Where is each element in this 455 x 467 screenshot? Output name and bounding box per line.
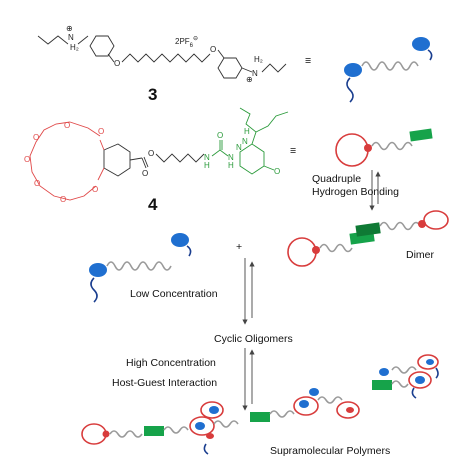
poly-ring-3 xyxy=(200,401,224,419)
c3-ammonium-right xyxy=(412,37,430,51)
c3-ammonium-left xyxy=(344,63,362,77)
c3-spring xyxy=(361,61,419,71)
poly-ring-7 xyxy=(417,354,439,370)
poly-spring-1 xyxy=(109,430,143,438)
crown-o-1: O xyxy=(64,121,70,130)
c4-urea-h2: H xyxy=(228,161,234,170)
crown-o-6: O xyxy=(92,185,98,194)
poly-tail-1 xyxy=(203,443,209,455)
dimer-anchor-left xyxy=(312,246,320,254)
c4-ring-h: H xyxy=(244,127,250,136)
mid-ammonium-left xyxy=(89,263,107,277)
c4-spring xyxy=(371,141,413,151)
poly-spring-4 xyxy=(269,410,295,418)
hbond-label-line2: Hydrogen Bonding xyxy=(312,186,399,198)
c3-plus-left: ⊕ xyxy=(66,24,73,33)
monomer-3-middle xyxy=(89,233,192,303)
c4-urea-n2: N xyxy=(228,153,234,162)
poly-upy-1 xyxy=(144,426,164,436)
low-concentration-label: Low Concentration xyxy=(130,288,218,300)
equiv-3: ≡ xyxy=(305,55,311,67)
dimer-ring-right xyxy=(423,210,449,230)
c3-h2-right: H₂ xyxy=(254,55,263,64)
poly-ammonium-6 xyxy=(379,368,389,376)
crown-o-2: O xyxy=(33,133,39,142)
crown-o-7: O xyxy=(98,127,104,136)
poly-tail-2 xyxy=(411,387,417,399)
poly-ammonium-1 xyxy=(195,422,205,430)
plus-sign: + xyxy=(236,241,242,253)
c3-tail-left xyxy=(346,77,354,103)
c3-counterion: 2PF6⊖ xyxy=(175,36,198,49)
mid-ammonium-right xyxy=(171,233,189,247)
poly-ring-4 xyxy=(293,396,319,416)
c3-n-right: N xyxy=(252,69,258,78)
high-concentration-label: High Concentration xyxy=(126,357,216,369)
c3-o-right: O xyxy=(210,45,216,54)
cyclic-oligomers-label: Cyclic Oligomers xyxy=(214,333,293,345)
poly-ammonium-3 xyxy=(299,400,309,408)
mid-tail-right xyxy=(186,245,192,257)
c4-ester-o-carbonyl: O xyxy=(142,169,148,178)
compound-3-structure: N H₂ ⊕ O O 2PF6⊖ N H₂ ⊕ xyxy=(37,24,287,84)
poly-spring-5 xyxy=(317,396,343,404)
compound-3-number: 3 xyxy=(148,85,157,104)
poly-ring-6 xyxy=(408,371,432,389)
dimer-spring-right xyxy=(379,221,421,231)
compound-4-structure: O O O O O O O O O N H O N H N H N O xyxy=(24,107,289,204)
poly-ammonium-2 xyxy=(209,406,219,414)
c3-h2-left: H₂ xyxy=(70,43,79,52)
poly-spring-7 xyxy=(391,366,417,374)
poly-anchor-2 xyxy=(206,433,214,439)
dimer-ring-left xyxy=(287,237,317,267)
c4-upy xyxy=(409,128,433,142)
dimer-upy-right xyxy=(355,222,381,237)
c4-crown-ring xyxy=(335,133,369,167)
poly-anchor-3 xyxy=(346,407,354,413)
poly-tail-3 xyxy=(435,367,439,379)
c4-ring-n: N xyxy=(236,143,242,152)
compound-4-cartoon xyxy=(335,128,433,167)
crown-o-3: O xyxy=(24,155,30,164)
c3-tail-right xyxy=(427,49,433,61)
mid-tail-left xyxy=(90,277,98,303)
c3-o-left: O xyxy=(114,59,120,68)
c4-ring-n2: N xyxy=(242,137,248,146)
c4-ester-o: O xyxy=(148,149,154,158)
poly-spring-3 xyxy=(213,420,239,428)
crown-ether-ring xyxy=(29,121,97,201)
compound-3-cartoon xyxy=(344,37,433,103)
poly-upy-2 xyxy=(250,412,270,422)
poly-ring-2 xyxy=(189,416,215,436)
compound-4-number: 4 xyxy=(148,195,158,214)
poly-ammonium-4 xyxy=(309,388,319,396)
c3-n-left: N xyxy=(68,33,74,42)
poly-upy-3 xyxy=(372,380,392,390)
poly-ammonium-7 xyxy=(426,359,434,365)
c3-plus-right: ⊕ xyxy=(246,75,253,84)
dimer-label: Dimer xyxy=(406,249,435,261)
c4-ring-o: O xyxy=(274,167,280,176)
hbond-label-line1: Quadruple xyxy=(312,173,361,185)
mid-spring xyxy=(106,261,172,271)
dimer-cartoon xyxy=(287,210,449,267)
c4-crown-anchor xyxy=(364,144,372,152)
c4-urea-h1: H xyxy=(204,161,210,170)
poly-anchor-1 xyxy=(102,430,110,438)
c4-urea-n1: N xyxy=(204,153,210,162)
dimer-spring-left xyxy=(319,243,353,253)
c4-urea-o: O xyxy=(217,131,223,140)
poly-ammonium-5 xyxy=(415,376,425,384)
supramolecular-polymers-label: Supramolecular Polymers xyxy=(270,445,390,457)
poly-ring-5 xyxy=(336,401,360,419)
poly-spring-6 xyxy=(391,380,409,388)
crown-o-4: O xyxy=(34,179,40,188)
crown-o-5: O xyxy=(60,195,66,204)
equiv-4: ≡ xyxy=(290,145,296,157)
supramolecular-polymer-cartoon xyxy=(81,354,439,455)
host-guest-label: Host-Guest Interaction xyxy=(112,377,217,389)
poly-spring-2 xyxy=(163,426,189,434)
poly-ring-1 xyxy=(81,423,107,445)
